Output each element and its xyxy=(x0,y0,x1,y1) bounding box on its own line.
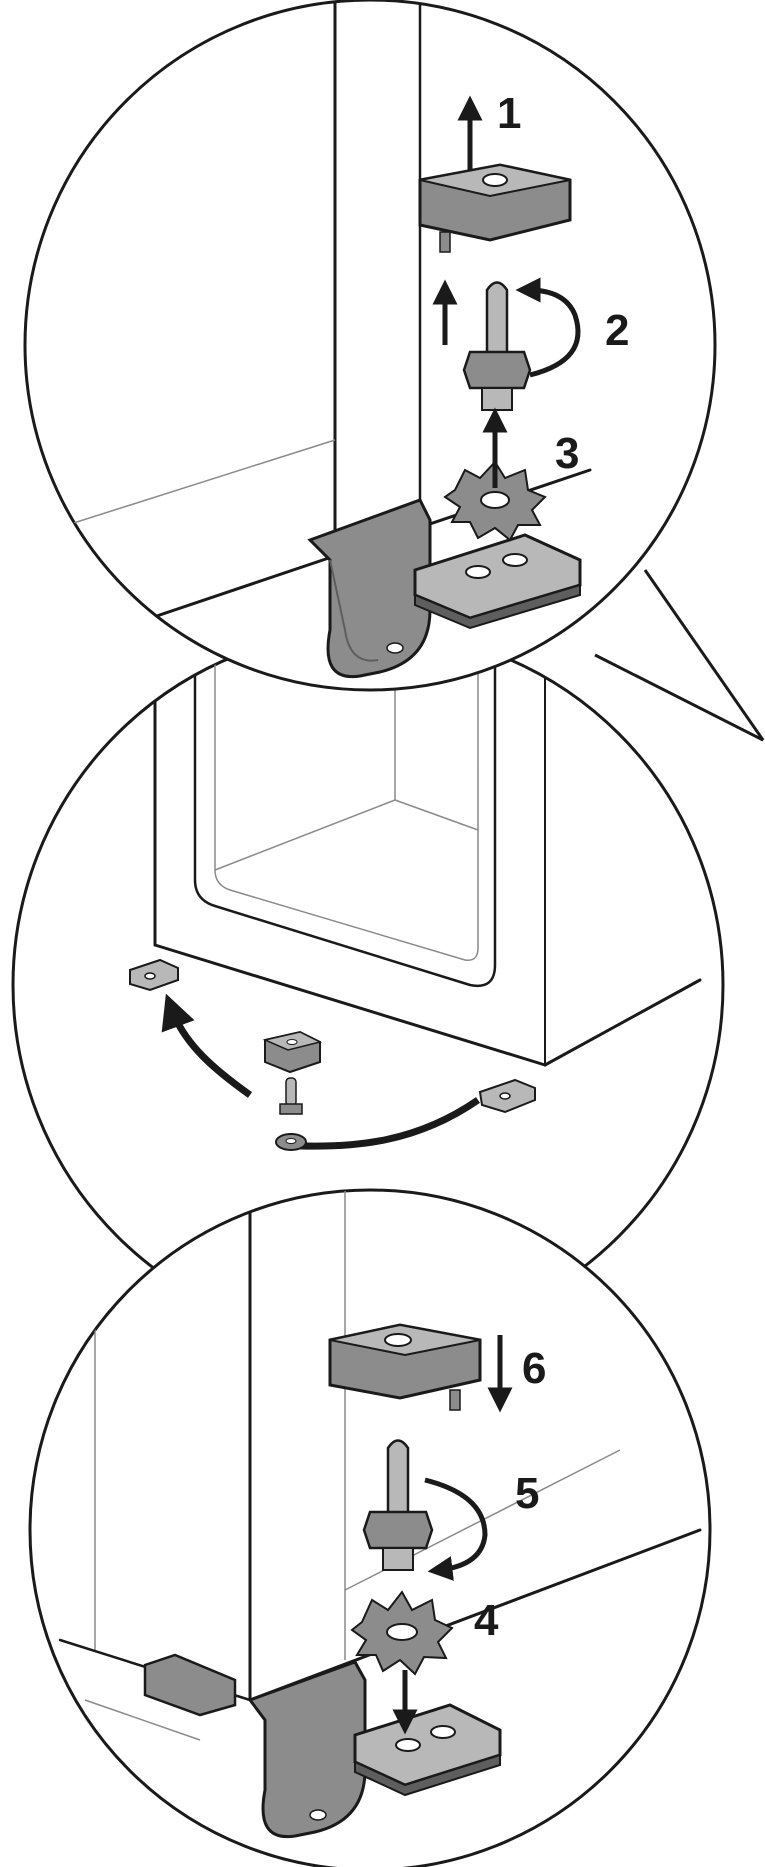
step-6-label: 6 xyxy=(522,1344,546,1393)
hinge-pin-bottom xyxy=(362,1439,434,1571)
step-1-label: 1 xyxy=(497,89,521,138)
step-3-label: 3 xyxy=(555,429,579,478)
step-4-label: 4 xyxy=(474,1596,499,1645)
arrow-rotate-2 xyxy=(515,277,581,378)
transfer-arrow xyxy=(279,1097,480,1150)
small-washer xyxy=(275,1133,307,1151)
hinge-cap-top xyxy=(418,163,572,253)
hinge-cap-bottom xyxy=(328,1323,482,1411)
left-hinge-plate xyxy=(143,1653,237,1717)
hinge-pin-top xyxy=(462,281,532,411)
arrow-rotate-5 xyxy=(424,1477,488,1581)
hinge-bracket-bottom xyxy=(247,1660,502,1839)
left-bottom-hinge xyxy=(129,958,179,992)
step-2-label: 2 xyxy=(605,306,629,355)
small-hinge-cap xyxy=(262,1030,323,1074)
transfer-arrow-head xyxy=(161,993,253,1098)
washer-top xyxy=(443,460,547,542)
overview-circle xyxy=(11,628,725,1342)
hinge-bracket-top xyxy=(307,498,582,679)
washer-bottom xyxy=(350,1590,454,1676)
step-5-label: 5 xyxy=(515,1469,539,1518)
right-bottom-hinge xyxy=(478,1078,536,1114)
installation-circle: 6 5 4 xyxy=(28,1188,712,1867)
small-hinge-pin xyxy=(279,1077,303,1115)
callout-tail xyxy=(594,569,765,742)
removal-circle: 1 2 3 xyxy=(23,0,765,742)
